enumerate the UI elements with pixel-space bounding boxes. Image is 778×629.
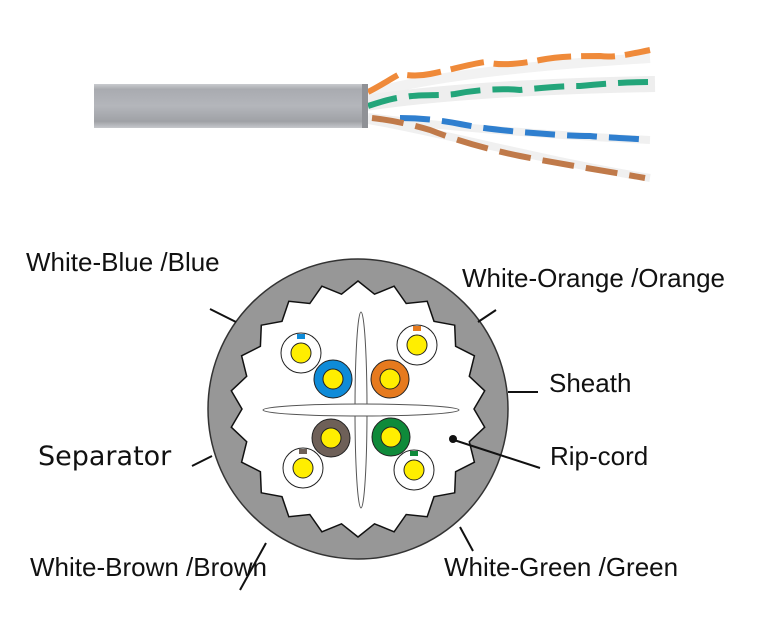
rip-cord bbox=[449, 435, 457, 443]
label-white-brown: White-Brown /Brown bbox=[30, 552, 267, 582]
white-blue-wire-conductor bbox=[290, 342, 312, 364]
blue-wire bbox=[399, 115, 649, 143]
orange-wire bbox=[366, 47, 651, 95]
wire-bundle bbox=[363, 47, 656, 182]
label-white-green: White-Green /Green bbox=[444, 552, 678, 582]
label-sheath: Sheath bbox=[549, 368, 631, 398]
leader-separator bbox=[191, 455, 213, 467]
green-wire bbox=[367, 79, 656, 109]
white-orange-wire-conductor bbox=[406, 334, 428, 356]
separator-horizontal bbox=[262, 403, 460, 417]
leader-rip-cord bbox=[453, 439, 541, 469]
leader-white-brown bbox=[239, 542, 267, 591]
brown-wire bbox=[371, 115, 646, 181]
brown-wire-conductor bbox=[320, 427, 342, 449]
pair-blue bbox=[280, 332, 353, 399]
label-white-blue: White-Blue /Blue bbox=[26, 247, 220, 277]
white-brown-stripe bbox=[299, 449, 307, 454]
white-brown-wire-conductor bbox=[292, 457, 314, 479]
label-rip-cord: Rip-cord bbox=[550, 441, 648, 471]
white-wire-top bbox=[363, 53, 651, 100]
leader-white-blue bbox=[209, 308, 237, 323]
orange-wire-conductor bbox=[379, 368, 401, 390]
white-orange-stripe bbox=[413, 326, 421, 331]
leader-white-green bbox=[459, 526, 474, 552]
label-separator: Separator bbox=[38, 441, 172, 472]
white-green-wire-conductor bbox=[403, 459, 425, 481]
pair-brown bbox=[282, 418, 351, 489]
jacket-end bbox=[362, 84, 368, 128]
cable-jacket bbox=[94, 84, 368, 128]
white-blue-stripe bbox=[297, 334, 305, 339]
blue-wire-conductor bbox=[322, 368, 344, 390]
cross-section: White-Blue /Blue White-Orange /Orange Sh… bbox=[26, 247, 725, 591]
leader-lines bbox=[191, 308, 541, 591]
pair-orange bbox=[370, 324, 438, 399]
cable-photo bbox=[94, 47, 656, 182]
conductors bbox=[280, 324, 438, 491]
green-wire-conductor bbox=[380, 426, 402, 448]
pair-green bbox=[371, 417, 435, 491]
leader-white-orange bbox=[477, 309, 497, 323]
white-green-stripe bbox=[410, 451, 418, 456]
label-white-orange: White-Orange /Orange bbox=[462, 263, 725, 293]
